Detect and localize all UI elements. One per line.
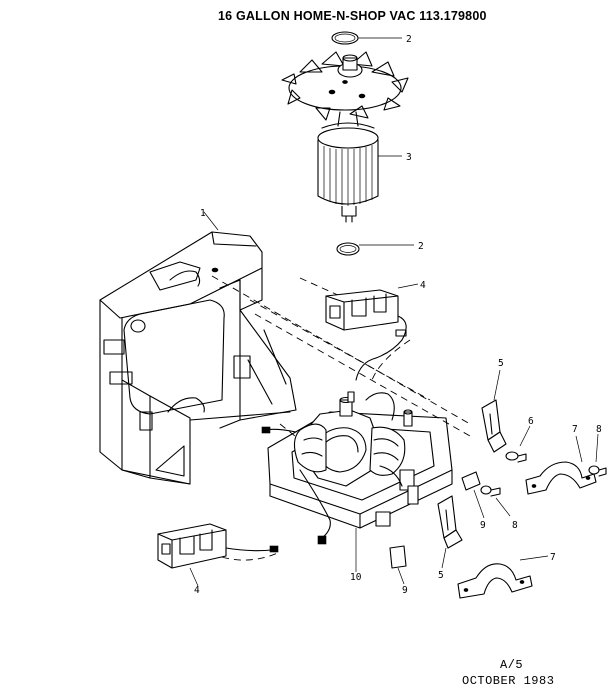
- assembly-guide-lines: [199, 275, 471, 561]
- field-assembly: [261, 391, 453, 572]
- callout-9-upper: 9: [480, 520, 486, 531]
- brush-holder-upper: [325, 283, 419, 381]
- screw-6: [505, 425, 531, 463]
- callout-labels: 2 3 1 2 4 5 6 7 8 9 8 7 10 5 4 9: [194, 34, 602, 596]
- screw-8-upper: [588, 433, 607, 477]
- page-number: A/5: [500, 658, 523, 672]
- diagram-title: 16 GALLON HOME-N-SHOP VAC 113.179800: [218, 9, 487, 23]
- callout-1: 1: [200, 208, 206, 219]
- diagram-date: OCTOBER 1983: [462, 674, 554, 688]
- screw-8-lower: [480, 485, 511, 517]
- clamp-upper: [525, 435, 597, 495]
- callout-7-lower: 7: [550, 552, 556, 563]
- brush-clip-lower: [437, 495, 463, 569]
- retaining-ring-top: [331, 31, 402, 45]
- retaining-ring-lower: [336, 242, 414, 256]
- callout-4-upper: 4: [420, 280, 426, 291]
- brush-clip-upper: [481, 369, 507, 453]
- callout-2-lower: 2: [418, 241, 424, 252]
- callout-7-upper: 7: [572, 424, 578, 435]
- brush-9-upper: [461, 471, 485, 519]
- brush-holder-lower: [157, 523, 279, 587]
- armature: [317, 111, 402, 223]
- callout-6: 6: [528, 416, 534, 427]
- fan-impeller: [281, 51, 409, 121]
- callout-5-upper: 5: [498, 358, 504, 369]
- callout-2-top: 2: [406, 34, 412, 45]
- callout-3: 3: [406, 152, 412, 163]
- callout-4-lower: 4: [194, 585, 200, 596]
- callout-10: 10: [350, 572, 362, 583]
- motor-frame: [99, 211, 297, 485]
- brush-9-lower: [389, 545, 407, 585]
- callout-8-upper: 8: [596, 424, 602, 435]
- callout-5-lower: 5: [438, 570, 444, 581]
- callout-9-lower: 9: [402, 585, 408, 596]
- callout-8-lower: 8: [512, 520, 518, 531]
- clamp-lower: [457, 555, 549, 599]
